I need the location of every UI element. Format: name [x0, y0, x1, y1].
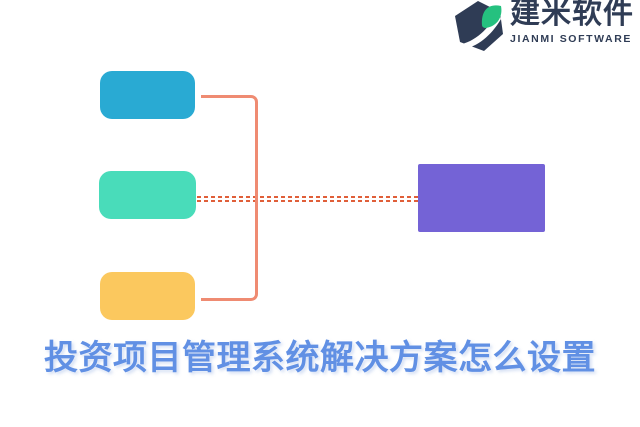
- diagram-node-result: [418, 164, 545, 232]
- page-title: 投资项目管理系统解决方案怎么设置: [44, 339, 596, 377]
- jianmi-logo: 建米软件 JIANMI SOFTWARE: [453, 0, 634, 51]
- logo-brand-chinese: 建米软件: [510, 0, 634, 30]
- bracket-connector-line: [201, 95, 258, 301]
- dashed-connector-line: [197, 196, 418, 202]
- logo-text-block: 建米软件 JIANMI SOFTWARE: [510, 0, 634, 45]
- jianmi-logo-icon: [455, 1, 503, 51]
- logo-brand-english: JIANMI SOFTWARE: [510, 33, 633, 45]
- diagram-node-top: [100, 71, 195, 119]
- diagram-node-bottom: [100, 272, 195, 320]
- diagram-node-middle: [99, 171, 196, 219]
